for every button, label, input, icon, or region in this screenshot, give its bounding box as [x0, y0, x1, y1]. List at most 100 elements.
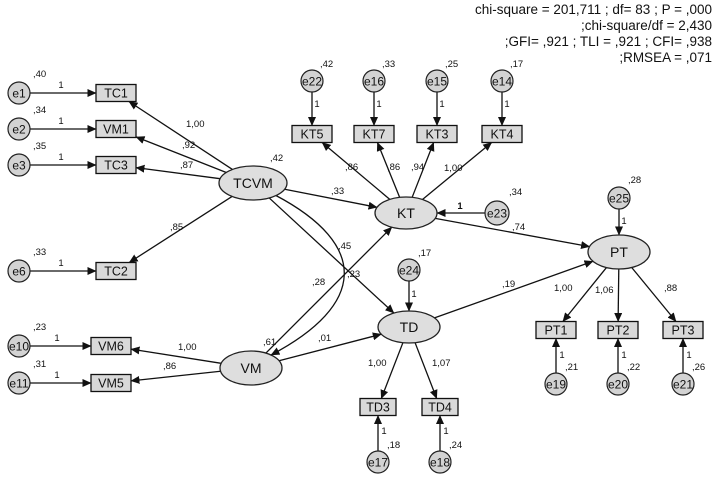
- error-weight-e10: 1: [54, 333, 59, 344]
- error-weight-e2: 1: [58, 116, 63, 127]
- error-label-e20: e20: [608, 378, 628, 392]
- latent-variance-TCVM: ,42: [270, 153, 283, 164]
- error-weight-e6: 1: [58, 258, 63, 269]
- indicator-box-VM5: [90, 373, 132, 393]
- indicator-label-KT5: KT5: [301, 128, 324, 142]
- error-weight-e3: 1: [58, 152, 63, 163]
- error-weight-e22: 1: [314, 99, 319, 110]
- error-circle-e18: [428, 450, 452, 474]
- loading-path-TCVM-TC3: [135, 164, 221, 180]
- latent-variance-VM: ,61: [263, 337, 276, 348]
- error-label-e22: e22: [302, 75, 322, 89]
- latent-PT: [587, 234, 651, 270]
- error-variance-e14: ,17: [510, 59, 523, 70]
- loading-label-PT-PT3: ,88: [664, 283, 677, 294]
- loading-path-TD-TD3: [380, 342, 404, 399]
- error-weight-e1: 1: [58, 80, 63, 91]
- error-circle-e17: [366, 450, 390, 474]
- error-weight-e11: 1: [54, 370, 59, 381]
- loading-path-KT-KT3: [411, 142, 435, 198]
- loading-label-VM-VM5: ,86: [163, 361, 176, 372]
- error-label-e16: e16: [364, 75, 384, 89]
- error-variance-e19: ,21: [565, 362, 578, 373]
- loading-path-PT-PT3: [631, 267, 677, 322]
- error-label-e25: e25: [609, 192, 629, 206]
- latent-label-TCVM: TCVM: [233, 175, 273, 191]
- structural-path-VM-TD: [278, 332, 382, 362]
- error-label-e3: e3: [12, 159, 26, 173]
- loading-path-TCVM-VM1: [135, 136, 227, 174]
- latent-label-KT: KT: [397, 205, 415, 221]
- indicator-box-VM6: [90, 336, 132, 356]
- error-variance-e2: ,34: [33, 105, 46, 116]
- indicator-label-VM5: VM5: [98, 377, 124, 391]
- fit-stats-line: chi-square = 201,711 ; df= 83 ; P = ,000: [474, 2, 712, 17]
- latent-label-VM: VM: [241, 360, 262, 376]
- error-weight-e21: 1: [686, 350, 691, 361]
- indicator-label-PT1: PT1: [545, 324, 568, 338]
- loading-path-TD-TD4: [414, 342, 438, 399]
- indicator-box-TD4: [421, 397, 459, 417]
- indicator-label-PT3: PT3: [672, 324, 695, 338]
- error-label-e14: e14: [492, 75, 512, 89]
- error-label-e1: e1: [12, 87, 26, 101]
- structural-path-TCVM-KT: [284, 188, 378, 210]
- structural-path-KT-PT: [435, 217, 591, 250]
- structural-path-TCVM-TD: [268, 197, 395, 314]
- error-circle-e21: [671, 372, 695, 396]
- error-label-e21: e21: [673, 378, 693, 392]
- error-label-e10: e10: [9, 340, 29, 354]
- fit-statistics: chi-square = 201,711 ; df= 83 ; P = ,000…: [475, 2, 712, 66]
- error-variance-e1: ,40: [33, 69, 46, 80]
- fit-stats-line: ;RMSEA = ,071: [619, 50, 712, 65]
- error-label-e23: e23: [487, 207, 507, 221]
- error-circle-e2: [7, 117, 31, 141]
- loading-path-KT-KT4: [422, 141, 493, 200]
- error-variance-e16: ,33: [382, 59, 395, 70]
- indicator-label-TC3: TC3: [104, 159, 128, 173]
- error-circle-e25: [607, 186, 631, 210]
- indicator-box-PT2: [597, 320, 639, 340]
- loading-path-VM-VM5: [130, 370, 221, 384]
- indicator-label-VM1: VM1: [103, 123, 129, 137]
- error-variance-e22: ,42: [320, 59, 333, 70]
- latent-VM: [219, 350, 283, 386]
- loading-label-PT-PT2: 1,06: [595, 285, 614, 296]
- error-variance-e10: ,23: [33, 322, 46, 333]
- loading-label-KT-KT7: ,86: [387, 162, 400, 173]
- error-circle-e22: [300, 69, 324, 93]
- error-variance-e15: ,25: [445, 59, 458, 70]
- indicator-label-TC2: TC2: [104, 265, 128, 279]
- error-circle-e10: [7, 334, 31, 358]
- loading-path-PT-PT1: [562, 267, 607, 322]
- latent-TD: [377, 310, 441, 344]
- error-weight-e15: 1: [439, 99, 444, 110]
- indicator-label-KT3: KT3: [426, 128, 449, 142]
- covariance-path: [265, 187, 345, 356]
- structural-label-TCVM-KT: ,33: [331, 186, 344, 197]
- structural-label-VM-TD: ,01: [318, 333, 331, 344]
- error-label-e17: e17: [368, 456, 388, 470]
- structural-label-KT-PT: ,74: [512, 222, 525, 233]
- error-circle-e16: [362, 69, 386, 93]
- error-variance-e6: ,33: [33, 247, 46, 258]
- latent-label-TD: TD: [400, 319, 419, 335]
- error-weight-e25: 1: [621, 216, 626, 227]
- structural-path-VM-KT: [265, 226, 393, 354]
- latent-label-PT: PT: [610, 244, 628, 260]
- indicator-label-TD3: TD3: [366, 401, 390, 415]
- error-variance-e25: ,28: [628, 175, 641, 186]
- error-weight-e18: 1: [443, 426, 448, 437]
- indicator-box-TC1: [95, 83, 137, 103]
- error-weight-e24: 1: [411, 289, 416, 300]
- error-weight-e17: 1: [381, 426, 386, 437]
- error-weight-e23: 1: [457, 201, 463, 212]
- fit-stats-line: ;GFI= ,921 ; TLI = ,921 ; CFI= ,938: [504, 34, 712, 49]
- error-label-e18: e18: [430, 456, 450, 470]
- indicator-label-VM6: VM6: [98, 340, 124, 354]
- loading-label-TCVM-TC1: 1,00: [186, 119, 205, 130]
- loading-path-VM-VM6: [130, 346, 222, 364]
- error-label-e2: e2: [12, 123, 26, 137]
- indicator-box-TC2: [95, 261, 137, 281]
